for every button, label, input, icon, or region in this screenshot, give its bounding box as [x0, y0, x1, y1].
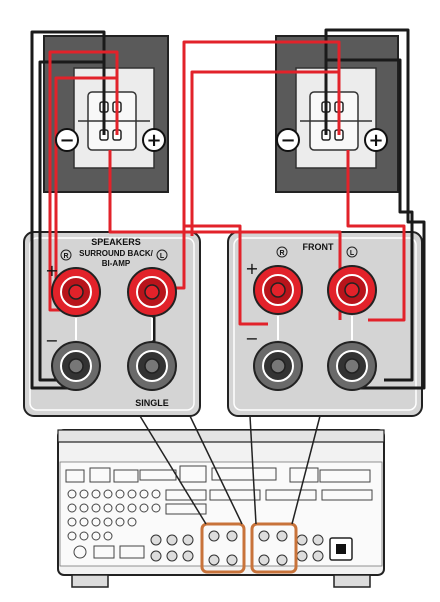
- right-speaker-negative-badge: −: [276, 128, 300, 152]
- right-panel-negative-sign: −: [245, 329, 258, 348]
- highlight-box-surround-back: [200, 522, 246, 574]
- left-speaker-negative-badge: −: [55, 128, 79, 152]
- right-speaker-positive-badge: +: [364, 128, 388, 152]
- av-receiver: [57, 429, 385, 588]
- left-speaker: [43, 35, 169, 193]
- svg-text:R: R: [279, 250, 284, 257]
- left-panel-title-line2: SURROUND BACK/: [79, 249, 154, 258]
- zoom-callout-lines: [139, 415, 321, 525]
- left-panel-title-line3: BI-AMP: [102, 259, 131, 268]
- right-panel-r-mark: R: [276, 246, 288, 258]
- svg-text:+: +: [368, 130, 383, 151]
- left-panel-positive-sign: +: [45, 261, 58, 280]
- svg-text:−: −: [280, 130, 295, 151]
- left-panel-negative-sign: −: [45, 331, 58, 350]
- svg-text:L: L: [350, 250, 355, 257]
- right-speaker: [275, 35, 399, 193]
- right-panel-title: FRONT: [303, 242, 334, 252]
- left-panel-title-line1: SPEAKERS: [91, 237, 141, 247]
- receiver-rear-connectors: [65, 465, 373, 559]
- left-panel-terminals: [51, 267, 177, 391]
- svg-text:+: +: [146, 130, 161, 151]
- right-panel-positive-sign: +: [245, 259, 258, 278]
- left-panel-r-mark: R: [60, 249, 72, 261]
- left-speaker-positive-badge: +: [142, 128, 166, 152]
- receiver-speaker-terminals: [150, 530, 324, 566]
- right-panel-l-mark: L: [346, 246, 358, 258]
- left-panel-l-mark: L: [156, 249, 168, 261]
- svg-text:−: −: [59, 130, 74, 151]
- svg-text:R: R: [63, 253, 68, 260]
- left-panel-single-label: SINGLE: [135, 398, 169, 408]
- highlight-box-front: [250, 522, 298, 574]
- right-panel-terminals: [253, 265, 377, 391]
- svg-text:L: L: [160, 253, 165, 260]
